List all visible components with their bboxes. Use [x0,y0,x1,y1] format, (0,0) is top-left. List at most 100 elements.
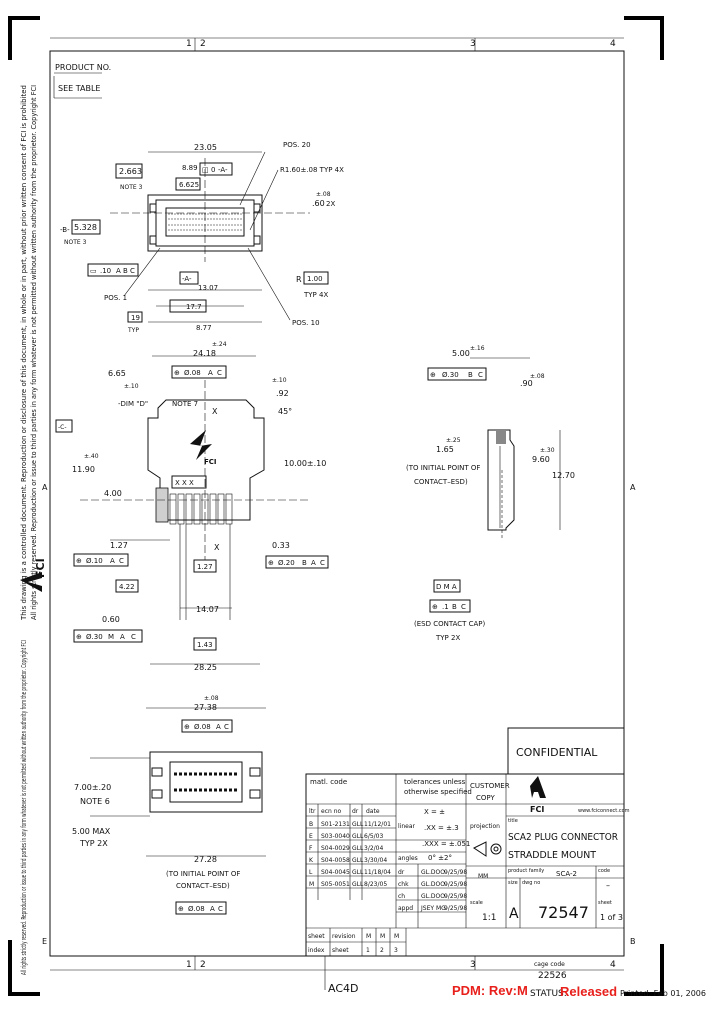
dim-tol-25: ±.25 [446,437,461,444]
fcf-front-2-c: C [119,557,124,565]
dim-d-label: -DIM "D" [118,400,148,408]
zone-bottom-1: 1 [186,960,192,970]
dim-8-89: 8.89 [182,164,198,172]
dim-tol-16: ±.16 [470,345,485,352]
front-logo-icon [190,430,212,460]
tol-angle: 0° ±2° [428,854,452,862]
tol-angles-label: angles [398,855,418,862]
zone-right-b: B [630,937,636,946]
revision-cell: GLL [352,857,364,864]
note-contact-esd: CONTACT–ESD) [414,478,468,486]
dim-13-07: 13.07 [198,284,218,292]
dim-pos-20: POS. 20 [283,141,311,149]
sheet-index-cell: sheet [332,947,349,954]
fcf-top-2-val: .10 [100,267,111,275]
fcf-top-2-a: A [116,267,121,275]
side-view: 5.00 ±.16 .90 ±.08 1.65 ±.25 9.60 ±.30 1… [406,345,575,642]
sheet-index-cell: M [366,933,371,940]
fcf-bottom-1-a: A [216,723,221,731]
matl-code-label: matl. code [310,778,347,786]
dim-tol-08-side: ±.08 [530,373,545,380]
fcf-front-1: ⊕ Ø.08 A C [171,365,227,379]
dim-1-43: 1.43 [197,641,213,649]
fcf-bottom-1-c: C [224,723,229,731]
dim-4-00: 4.00 [104,489,122,498]
fcf-front-4-m: M [108,633,114,641]
sheet-index-cell: M [394,933,399,940]
bottom-view-body [149,751,263,813]
dim-17-7: 17.7 [186,303,202,311]
revision-cell: GLL [352,821,364,828]
fcf-front-3-c: C [320,559,325,567]
see-table-label: SEE TABLE [58,84,100,93]
note-contact-esd-b: CONTACT–ESD) [176,882,230,890]
dim-1-65: 1.65 [436,445,454,454]
zone-left-e: E [42,937,47,946]
dim-6-625: 6.625 [179,181,199,189]
zone-bottom-2: 2 [200,960,206,970]
fcf-bottom-2: ⊕ Ø.08 A C [175,901,227,915]
fcf-front-3-sym: ⊕ [268,559,274,567]
fcf-side-1-b: B [468,371,473,379]
signature-date: 9/25/98 [444,869,467,876]
product-family: SCA-2 [556,870,577,878]
fcf-side-2-b: B [452,603,457,611]
fcf-side-2-val: .1 [442,603,449,611]
note-6: NOTE 6 [80,797,110,806]
fcf-front-3-b: B [302,559,307,567]
revision-cell: F [309,845,313,852]
dim-27-38: 27.38 [194,703,217,712]
crop-marks [8,16,664,996]
scale-value: 1:1 [482,913,496,923]
dim-2x: 2X [326,200,335,208]
rev-h-ltr: ltr [309,808,316,815]
dim-0-60: .60 [312,199,325,208]
revision-cell: 6/5/03 [364,833,383,840]
dim-11-90: 11.90 [72,465,95,474]
front-view: 24.18 ±.24 FCI 6.65 ±.10 -DIM "D" NOTE 7… [55,341,329,672]
dim-r160: R1.60±.08 TYP 4X [280,166,344,174]
dim-7-00: 7.00±.20 [74,783,111,792]
fcf-side-1-sym: ⊕ [430,371,436,379]
fcf-top-1-sym: ◫ [202,166,209,174]
revision-cell: 11/18/04 [364,869,391,876]
projection-block: projection [470,823,502,857]
dim-4-22: 4.22 [119,583,135,591]
fcf-top-1: ◫ 0 -A- [199,162,233,176]
dim-9-60: 9.60 [532,455,550,464]
dim-1-27-b: 1.27 [197,563,213,571]
revision-cell: S04-0029 [321,845,350,852]
note-typ-2x-bottom: TYP 2X [79,839,108,848]
dim-0-60: 0.60 [102,615,120,624]
fcf-side-2: ⊕ .1 B C [429,599,471,613]
sheet-index-cell: 2 [380,947,384,954]
sheet-label: sheet [598,900,612,906]
datum-b-label: -B- [60,226,70,234]
projection-label: projection [470,823,500,830]
fcf-top-2: ▭ .10 A B C [87,263,139,277]
side-logo: FCI [34,558,47,578]
label-typ: TYP [127,327,139,334]
label-pos-10: POS. 10 [292,319,320,327]
fcf-front-3-a: A [311,559,316,567]
rev-h-ecn: ecn no [321,808,342,815]
sheet-index-cell: 1 [366,947,370,954]
footer: AC4D PDM: Rev:M STATUS: Released Printed… [328,982,706,999]
dwg-no-value: 72547 [538,903,589,922]
fcf-top-2-sym: ▭ [90,267,97,275]
sheet-index-cell: revision [332,933,356,940]
dwg-no-label: dwg no [522,880,540,886]
dim-24-18: 24.18 [193,349,216,358]
title-label: title [508,818,518,824]
fcf-bottom-1-sym: ⊕ [184,723,190,731]
product-note: PRODUCT NO. SEE TABLE [53,63,111,99]
note-esd-cap: (ESD CONTACT CAP) [414,620,486,628]
fcf-top-1-ref: -A- [218,166,228,174]
dim-12-70: 12.70 [552,471,575,480]
zone-top-4: 4 [610,39,616,49]
fcf-front-1-a: A [208,369,213,377]
dim-tol-24: ±.24 [212,341,227,348]
title-logo-text: FCI [530,805,544,814]
